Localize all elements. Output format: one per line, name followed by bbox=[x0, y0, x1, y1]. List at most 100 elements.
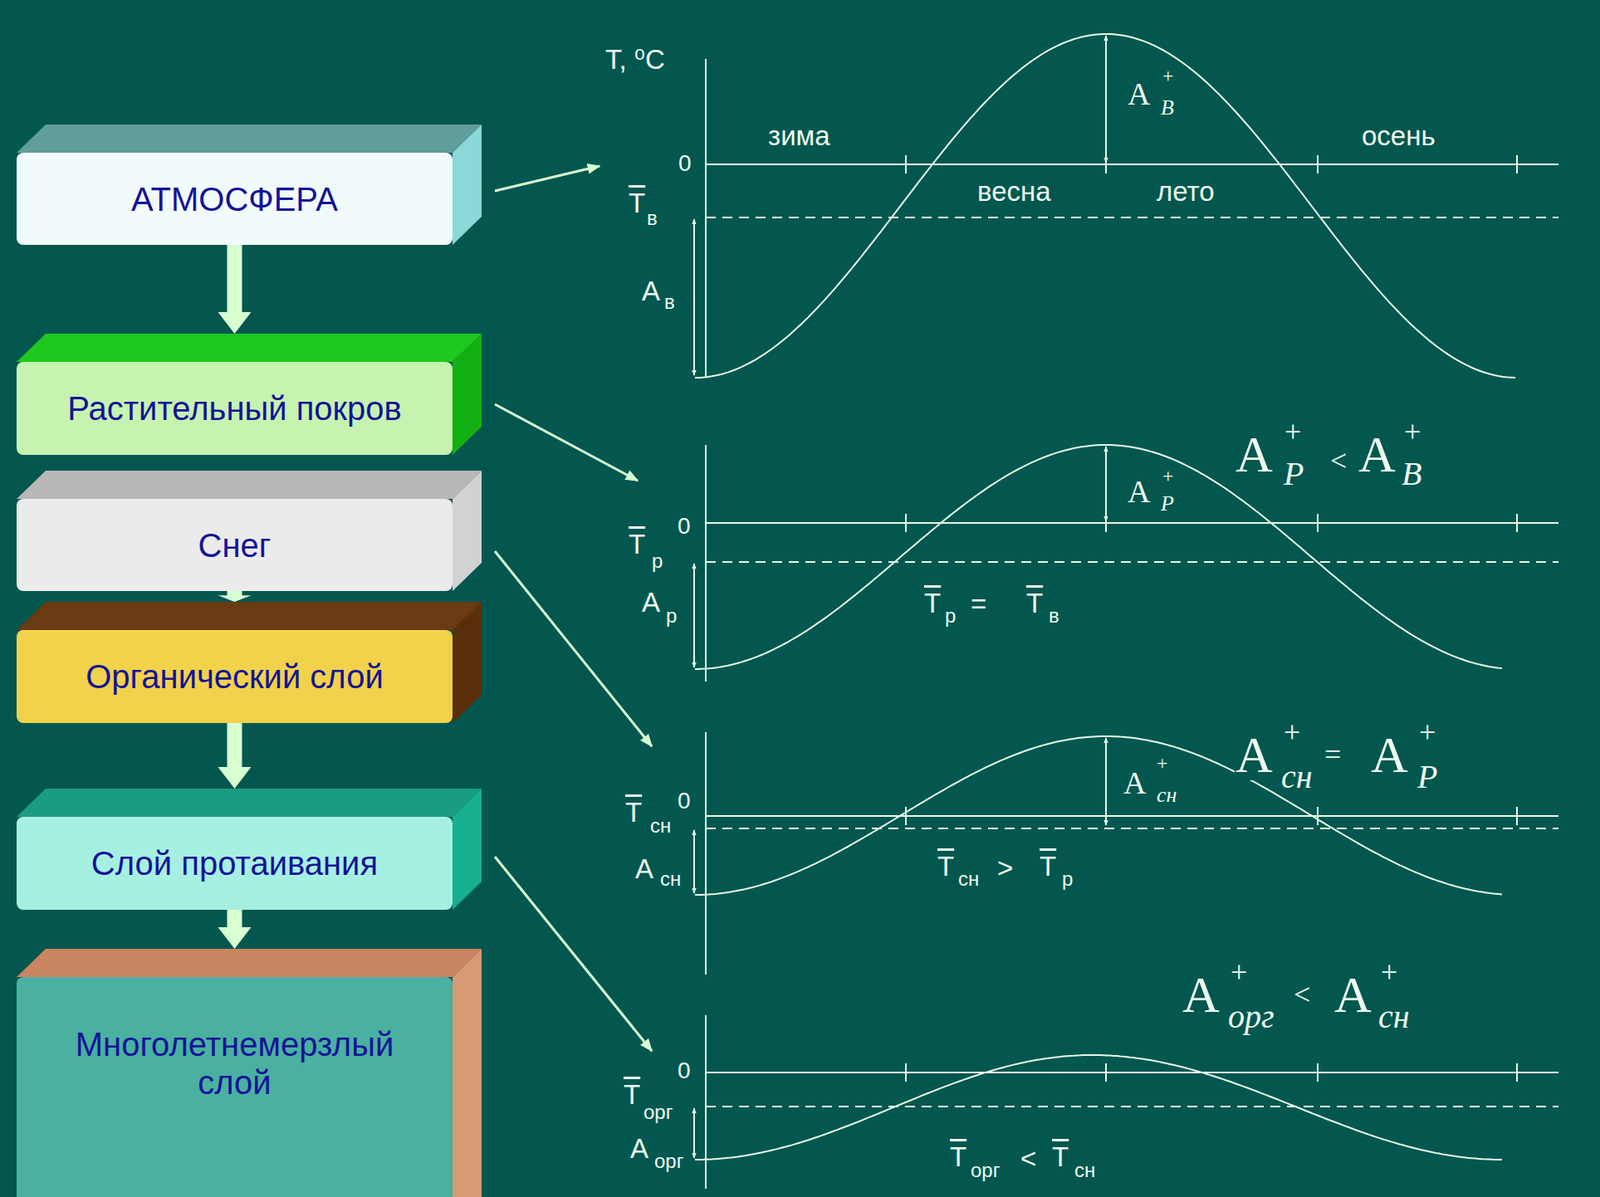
amplitude-arrow bbox=[693, 830, 695, 894]
chart-label: орг bbox=[969, 1160, 1001, 1181]
slab-side bbox=[452, 333, 482, 456]
chart-label: A bbox=[1357, 428, 1397, 480]
y-axis bbox=[704, 445, 707, 682]
chart-label: + bbox=[1161, 465, 1175, 486]
chart-label: T bbox=[627, 528, 646, 558]
season-tick bbox=[1316, 155, 1319, 174]
slab-face: Многолетнемерзлый слой bbox=[16, 977, 453, 1197]
chart-label: + bbox=[1283, 416, 1302, 447]
leader-arrow bbox=[494, 551, 652, 747]
amplitude-arrow bbox=[693, 563, 695, 668]
slab-face: Органический слой bbox=[16, 630, 453, 724]
chart-label: в bbox=[1047, 606, 1061, 627]
chart-label: A bbox=[1122, 767, 1147, 799]
layer-slab: Органический слой bbox=[16, 601, 482, 724]
slab-face: Растительный покров bbox=[16, 362, 453, 456]
slab-face: АТМОСФЕРА bbox=[16, 152, 453, 245]
amplitude-arrow bbox=[1105, 738, 1107, 826]
chart-label: T bbox=[624, 796, 643, 827]
slab-front bbox=[16, 817, 453, 911]
chart-label: T bbox=[622, 1078, 641, 1109]
slab-front bbox=[16, 499, 453, 592]
slab-side bbox=[452, 601, 482, 724]
slab-top bbox=[16, 601, 482, 631]
chart-label: < bbox=[1019, 1144, 1038, 1173]
chart-label: T bbox=[1025, 587, 1044, 617]
chart-label: B bbox=[1159, 97, 1175, 119]
zero-line bbox=[705, 815, 1559, 818]
season-tick bbox=[1516, 513, 1518, 533]
temperature-curve bbox=[694, 34, 1516, 378]
chart-label: A bbox=[640, 277, 661, 305]
chart-label: зима bbox=[767, 122, 832, 150]
chart-label: < bbox=[1292, 979, 1312, 1010]
chart-label: A bbox=[1370, 729, 1410, 781]
chart-label: T bbox=[936, 850, 955, 881]
arrow-head bbox=[218, 312, 252, 334]
chart-label: орг bbox=[653, 1151, 685, 1172]
chart-label: T, ⁰C bbox=[604, 45, 666, 74]
mean-line bbox=[705, 1105, 1559, 1108]
chart-label: 0 bbox=[676, 789, 692, 813]
chart-label: + bbox=[1418, 717, 1437, 748]
zero-line bbox=[705, 522, 1559, 524]
chart-label: сн bbox=[649, 816, 672, 837]
layer-slab: АТМОСФЕРА bbox=[16, 124, 482, 245]
layer-name: Снег bbox=[198, 526, 272, 565]
chart-label: A bbox=[1234, 729, 1274, 781]
layer-name: Органический слой bbox=[85, 657, 384, 696]
chart-label: + bbox=[1403, 416, 1422, 447]
slab-top bbox=[16, 788, 482, 818]
season-tick bbox=[905, 513, 907, 533]
chart-label: A bbox=[640, 588, 661, 617]
layer-slab: Снег bbox=[16, 470, 482, 592]
chart-label: T bbox=[923, 587, 942, 617]
arrow-shaft bbox=[227, 244, 243, 314]
mean-line bbox=[705, 827, 1559, 830]
temperature-chart bbox=[694, 1015, 1559, 1189]
chart-label: P bbox=[1159, 493, 1175, 515]
season-tick bbox=[1516, 155, 1518, 174]
chart-label: A bbox=[1333, 968, 1373, 1021]
leader-arrow bbox=[494, 166, 600, 191]
slab-top bbox=[16, 470, 482, 500]
temperature-chart bbox=[694, 732, 1559, 975]
amplitude-arrow bbox=[693, 1108, 695, 1159]
chart-label: в bbox=[645, 208, 659, 229]
chart-label: + bbox=[1161, 65, 1175, 86]
slab-top bbox=[16, 333, 482, 363]
season-tick bbox=[1516, 807, 1518, 826]
chart-label: B bbox=[1400, 457, 1423, 491]
chart-label: A bbox=[629, 1135, 650, 1163]
layer-name: АТМОСФЕРА bbox=[131, 180, 338, 219]
chart-label: P bbox=[1282, 457, 1305, 491]
flow-arrow bbox=[218, 244, 252, 334]
chart-label: весна bbox=[976, 177, 1052, 206]
temperature-chart bbox=[694, 34, 1559, 378]
slab-side bbox=[452, 788, 482, 911]
slab-front bbox=[16, 362, 453, 456]
chart-label: 0 bbox=[676, 514, 692, 539]
chart-label: лето bbox=[1155, 177, 1216, 206]
chart-label: A bbox=[1126, 78, 1151, 110]
amplitude-arrow bbox=[693, 219, 695, 376]
chart-label: р bbox=[944, 606, 957, 627]
chart-label: A bbox=[1234, 428, 1274, 480]
season-tick bbox=[1316, 1063, 1319, 1082]
layer-name: Растительный покров bbox=[67, 389, 402, 428]
slab-face: Снег bbox=[16, 499, 453, 592]
zero-line bbox=[705, 163, 1559, 166]
mean-line bbox=[705, 561, 1559, 563]
slab-side bbox=[452, 470, 482, 592]
slab-side bbox=[452, 124, 482, 245]
chart-label: A bbox=[1126, 475, 1151, 508]
chart-label: сн bbox=[659, 869, 682, 890]
season-tick bbox=[905, 155, 907, 174]
chart-label: сн bbox=[1155, 784, 1178, 807]
chart-label: + bbox=[1155, 753, 1170, 774]
flow-arrow bbox=[218, 910, 252, 950]
y-axis bbox=[704, 1015, 707, 1189]
season-tick bbox=[1316, 513, 1319, 533]
season-tick bbox=[905, 1063, 907, 1082]
leader-arrow bbox=[494, 404, 638, 481]
